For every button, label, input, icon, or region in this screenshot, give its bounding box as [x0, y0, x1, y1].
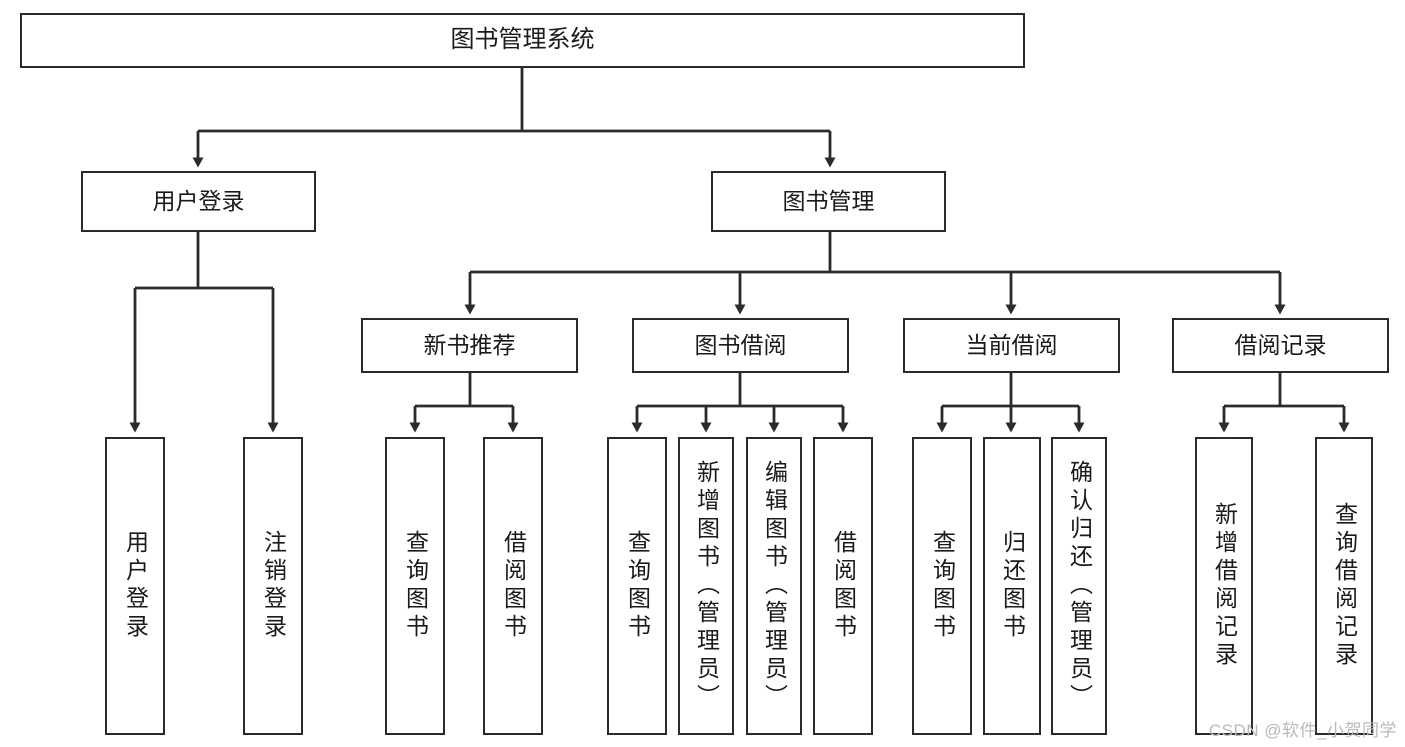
leaf-edit-book-admin[interactable]: 编辑图书（管理员）: [746, 437, 802, 735]
node-label: 当前借阅: [965, 331, 1058, 358]
node-user-login[interactable]: 用户登录: [81, 171, 316, 232]
leaf-confirm-return-admin[interactable]: 确认归还（管理员）: [1051, 437, 1107, 735]
leaf-add-book-admin[interactable]: 新增图书（管理员）: [678, 437, 734, 735]
node-borrow-record[interactable]: 借阅记录: [1172, 318, 1389, 373]
node-label: 注销登录: [260, 530, 287, 642]
leaf-borrow-book-1[interactable]: 借阅图书: [483, 437, 543, 735]
node-root-system[interactable]: 图书管理系统: [20, 13, 1025, 68]
node-label: 确认归还（管理员）: [1066, 460, 1093, 712]
node-label: 新书推荐: [423, 331, 516, 358]
node-label: 用户登录: [152, 187, 245, 214]
node-label: 借阅图书: [830, 530, 857, 642]
leaf-logout-login[interactable]: 注销登录: [243, 437, 303, 735]
node-label: 借阅图书: [500, 530, 527, 642]
node-current-borrow[interactable]: 当前借阅: [903, 318, 1120, 373]
leaf-query-borrow-record[interactable]: 查询借阅记录: [1315, 437, 1373, 735]
leaf-query-book-1[interactable]: 查询图书: [385, 437, 445, 735]
csdn-watermark: CSDN @软件_小贺同学: [1208, 721, 1397, 740]
node-label: 新增借阅记录: [1211, 502, 1238, 670]
node-new-book-recommend[interactable]: 新书推荐: [361, 318, 578, 373]
node-label: 用户登录: [122, 530, 149, 642]
node-label: 归还图书: [999, 530, 1026, 642]
leaf-query-book-2[interactable]: 查询图书: [607, 437, 667, 735]
leaf-query-book-3[interactable]: 查询图书: [912, 437, 972, 735]
leaf-return-book[interactable]: 归还图书: [983, 437, 1041, 735]
node-label: 图书管理系统: [450, 26, 595, 54]
node-label: 新增图书（管理员）: [693, 460, 720, 712]
node-label: 查询图书: [929, 530, 956, 642]
node-label: 查询图书: [402, 530, 429, 642]
leaf-borrow-book-2[interactable]: 借阅图书: [813, 437, 873, 735]
node-label: 查询借阅记录: [1331, 502, 1358, 670]
leaf-add-borrow-record[interactable]: 新增借阅记录: [1195, 437, 1253, 735]
node-book-borrow[interactable]: 图书借阅: [632, 318, 849, 373]
leaf-user-login[interactable]: 用户登录: [105, 437, 165, 735]
node-label: 查询图书: [624, 530, 651, 642]
node-label: 编辑图书（管理员）: [761, 460, 788, 712]
node-label: 图书借阅: [694, 331, 787, 358]
node-label: 借阅记录: [1234, 331, 1327, 358]
node-label: 图书管理: [782, 187, 875, 214]
node-book-manage[interactable]: 图书管理: [711, 171, 946, 232]
